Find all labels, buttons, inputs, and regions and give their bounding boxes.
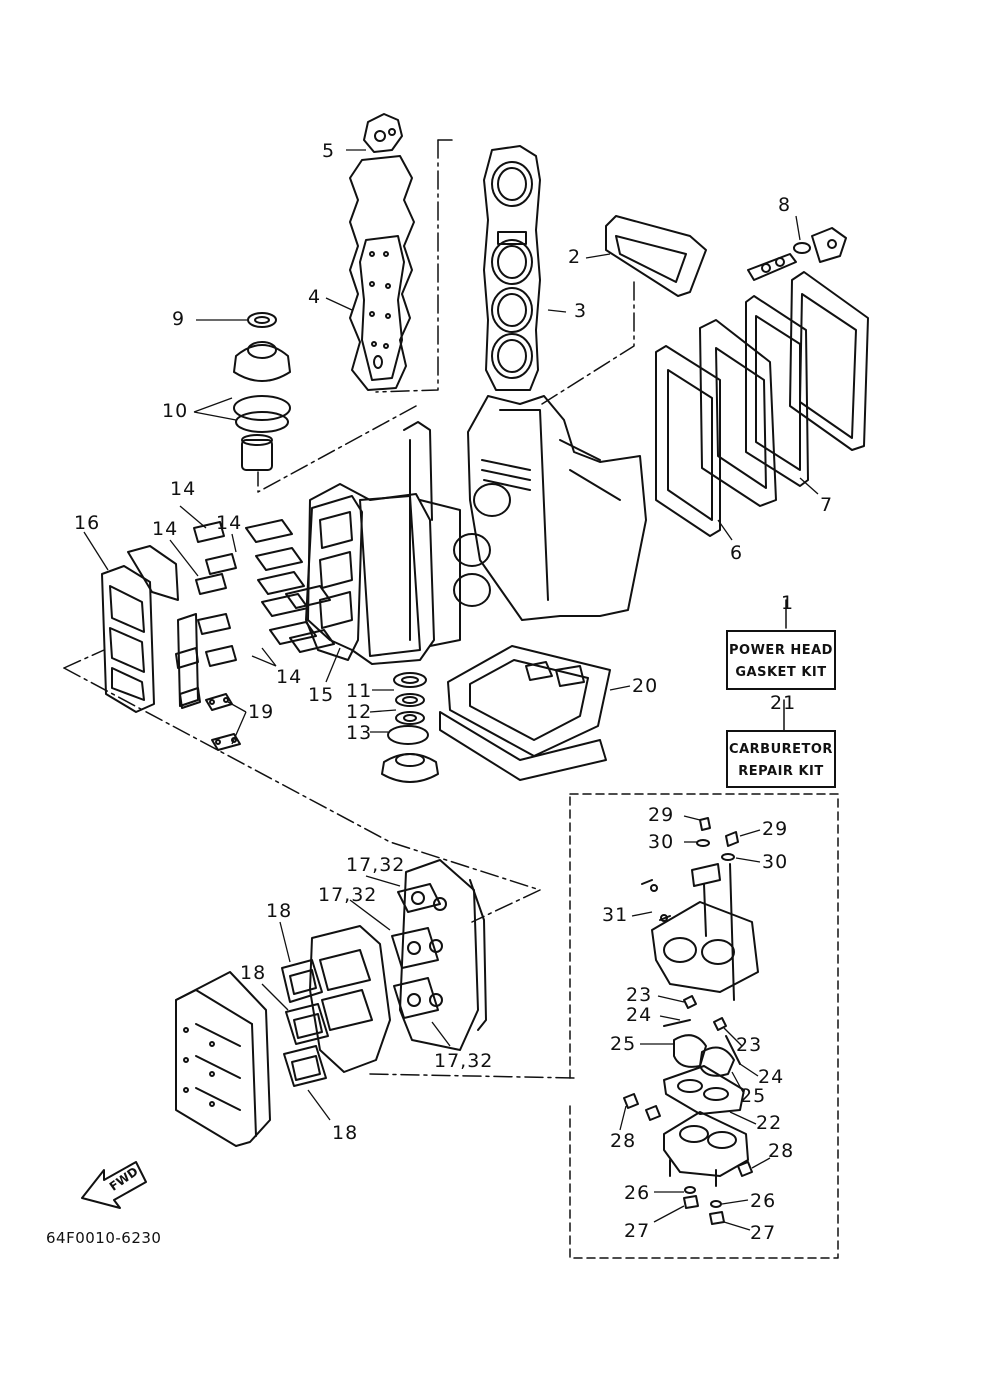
label-part-28-a: 28 xyxy=(610,1130,637,1152)
label-part-19: 19 xyxy=(248,701,275,723)
label-part-24-a: 24 xyxy=(626,1004,653,1026)
label-part-26-a: 26 xyxy=(624,1182,651,1204)
label-part-18-b: 18 xyxy=(240,962,267,984)
label-leaders xyxy=(83,149,819,1231)
part-20-base-gasket xyxy=(439,645,611,781)
label-part-11: 11 xyxy=(346,680,373,702)
part-10-o-ring xyxy=(233,395,291,433)
label-part-22: 22 xyxy=(756,1112,783,1134)
label-part-23-a: 23 xyxy=(626,984,653,1006)
carburetor-kit-line1: CARBURETOR xyxy=(729,742,833,757)
label-part-29-b: 29 xyxy=(762,818,789,840)
label-part-27-b: 27 xyxy=(750,1222,777,1244)
part-6-exhaust-cover-gasket xyxy=(655,319,777,537)
part-11-seal xyxy=(393,672,427,688)
part-22-float-bowl-gasket xyxy=(663,1065,745,1115)
assembly-leader-lines xyxy=(63,139,635,1079)
label-part-28-b: 28 xyxy=(768,1140,795,1162)
label-part-3: 3 xyxy=(574,300,588,322)
label-part-18-c: 18 xyxy=(332,1122,359,1144)
label-part-17-32-a: 17,32 xyxy=(346,854,406,876)
label-part-30-b: 30 xyxy=(762,851,789,873)
label-part-16: 16 xyxy=(74,512,101,534)
cylinder-block xyxy=(453,395,647,621)
carburetor-repair-kit-box: CARBURETOR REPAIR KIT xyxy=(726,730,836,788)
part-12-seal xyxy=(395,693,425,707)
part-26-27-drain-screws xyxy=(683,1186,725,1225)
part-8-fitting xyxy=(747,227,847,281)
label-part-29-a: 29 xyxy=(648,804,675,826)
label-part-5: 5 xyxy=(322,140,336,162)
label-part-20: 20 xyxy=(632,675,659,697)
label-part-14d: 14 xyxy=(276,666,303,688)
needle-bearing xyxy=(241,434,273,471)
part-9-oil-seal xyxy=(247,312,277,328)
part-13-o-ring xyxy=(387,725,429,745)
label-part-4: 4 xyxy=(308,286,322,308)
label-part-25-a: 25 xyxy=(610,1033,637,1055)
part-16-reed-plate-gasket xyxy=(101,545,179,713)
label-part-27-a: 27 xyxy=(624,1220,651,1242)
diagram-code: 64F0010-6230 xyxy=(46,1229,162,1247)
part-28-screws xyxy=(623,1093,753,1177)
label-part-2: 2 xyxy=(568,246,582,268)
part-17-32-intake-gaskets xyxy=(309,859,487,1073)
kit-carburetor-number: 21 xyxy=(770,692,797,714)
carburetor-body xyxy=(641,863,759,1001)
power-head-kit-line1: POWER HEAD xyxy=(729,643,833,658)
label-part-23-b: 23 xyxy=(736,1034,763,1056)
part-5-cover-gasket xyxy=(363,113,403,153)
label-part-14a: 14 xyxy=(170,478,197,500)
part-4-exhaust-gasket xyxy=(349,155,415,391)
power-head-kit-line2: GASKET KIT xyxy=(735,665,827,680)
label-part-30-a: 30 xyxy=(648,831,675,853)
label-part-17-32-c: 17,32 xyxy=(434,1050,494,1072)
label-part-25-b: 25 xyxy=(740,1085,767,1107)
part-12-bearing xyxy=(395,711,425,725)
label-part-31: 31 xyxy=(602,904,629,926)
label-part-18-a: 18 xyxy=(266,900,293,922)
carburetor-kit-line2: REPAIR KIT xyxy=(738,764,824,779)
fwd-arrow-icon xyxy=(81,1161,147,1209)
part-14-reed-valves xyxy=(193,519,335,667)
lower-oil-seal-housing xyxy=(381,753,439,783)
carburetor-kit-boundary xyxy=(569,793,839,1259)
label-part-7: 7 xyxy=(820,494,834,516)
label-part-9: 9 xyxy=(172,308,186,330)
label-part-10: 10 xyxy=(162,400,189,422)
label-part-6: 6 xyxy=(730,542,744,564)
part-2-cover-gasket xyxy=(605,215,707,297)
label-part-14c: 14 xyxy=(216,512,243,534)
crankcase-block xyxy=(307,421,461,665)
label-part-17-32-b: 17,32 xyxy=(318,884,378,906)
part-19-gaskets xyxy=(175,613,241,751)
label-part-15: 15 xyxy=(308,684,335,706)
upper-bearing-housing xyxy=(233,341,291,382)
power-head-gasket-kit-box: POWER HEAD GASKET KIT xyxy=(726,630,836,690)
part-3-head-gasket xyxy=(483,145,541,391)
label-part-24-b: 24 xyxy=(758,1066,785,1088)
label-part-12: 12 xyxy=(346,701,373,723)
part-7-exhaust-cover-gasket xyxy=(745,271,869,487)
label-part-14b: 14 xyxy=(152,518,179,540)
label-part-26-b: 26 xyxy=(750,1190,777,1212)
float-bowl xyxy=(663,1111,749,1187)
label-part-13: 13 xyxy=(346,722,373,744)
kit-power-head-number: 1 xyxy=(781,592,795,614)
part-18-gaskets xyxy=(281,959,329,1087)
carb-small-parts xyxy=(663,817,741,1077)
intake-silencer-cover xyxy=(175,971,271,1147)
part-15-manifold-gasket xyxy=(305,495,363,661)
label-part-8: 8 xyxy=(778,194,792,216)
